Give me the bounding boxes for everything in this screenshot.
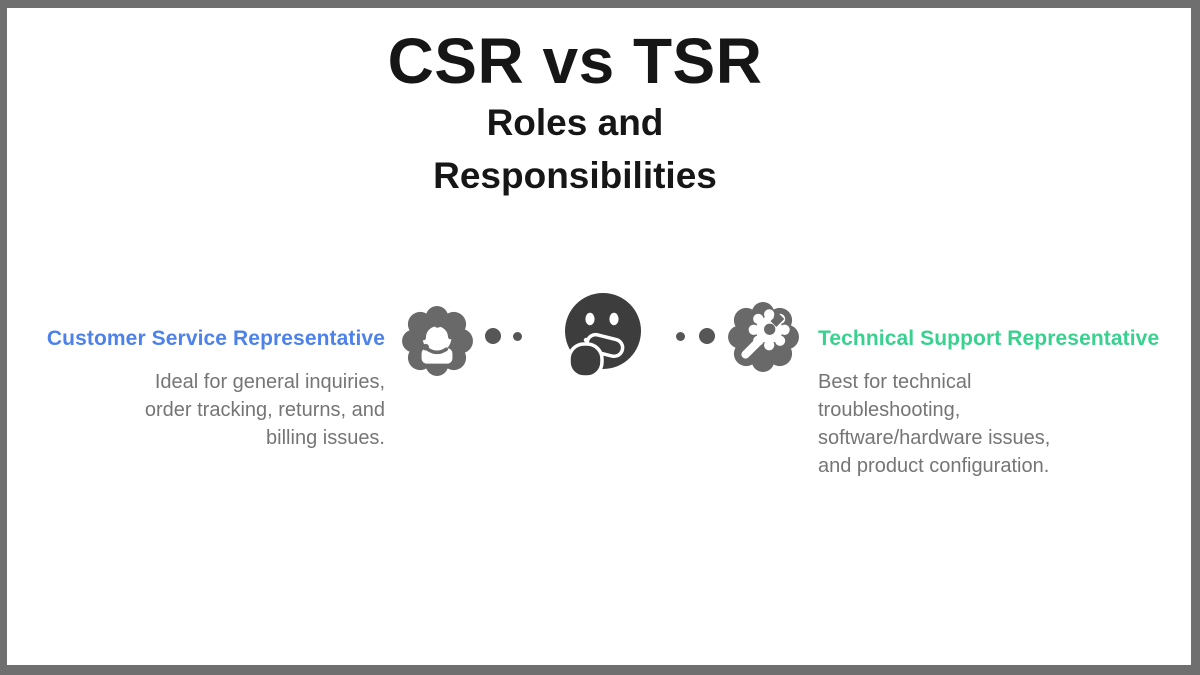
tsr-heading: Technical Support Representative (818, 327, 1160, 350)
tsr-description-line: Best for technical (818, 371, 972, 393)
page-title: CSR vs TSR (387, 25, 763, 97)
connector-dot (485, 328, 501, 344)
csr-description: Ideal for general inquiries, order track… (25, 368, 385, 452)
tsr-description: Best for technical troubleshooting, soft… (818, 368, 1198, 480)
customer-service-agent-icon (400, 304, 474, 383)
csr-description-line: order tracking, returns, and (144, 399, 385, 421)
tsr-description-line: troubleshooting, (818, 399, 961, 421)
tsr-section: Technical Support Representative Best fo… (818, 326, 1198, 480)
page-subtitle-line-2: Responsibilities (433, 155, 717, 196)
connector-dot (513, 332, 522, 341)
csr-description-line: billing issues. (266, 427, 385, 449)
connector-dot (676, 332, 685, 341)
title-block: CSR vs TSR Roles and Responsibilities (7, 26, 1191, 202)
tsr-description-line: software/hardware issues, (818, 427, 1051, 449)
csr-heading: Customer Service Representative (46, 327, 385, 350)
thinking-face-icon (558, 291, 644, 382)
csr-description-line: Ideal for general inquiries, (154, 371, 385, 393)
gear-wrench-icon (726, 300, 800, 379)
csr-section: Customer Service Representative Ideal fo… (25, 326, 385, 452)
tsr-description-line: and product configuration. (818, 455, 1050, 477)
connector-dot (699, 328, 715, 344)
page-subtitle-line-1: Roles and (486, 102, 664, 143)
